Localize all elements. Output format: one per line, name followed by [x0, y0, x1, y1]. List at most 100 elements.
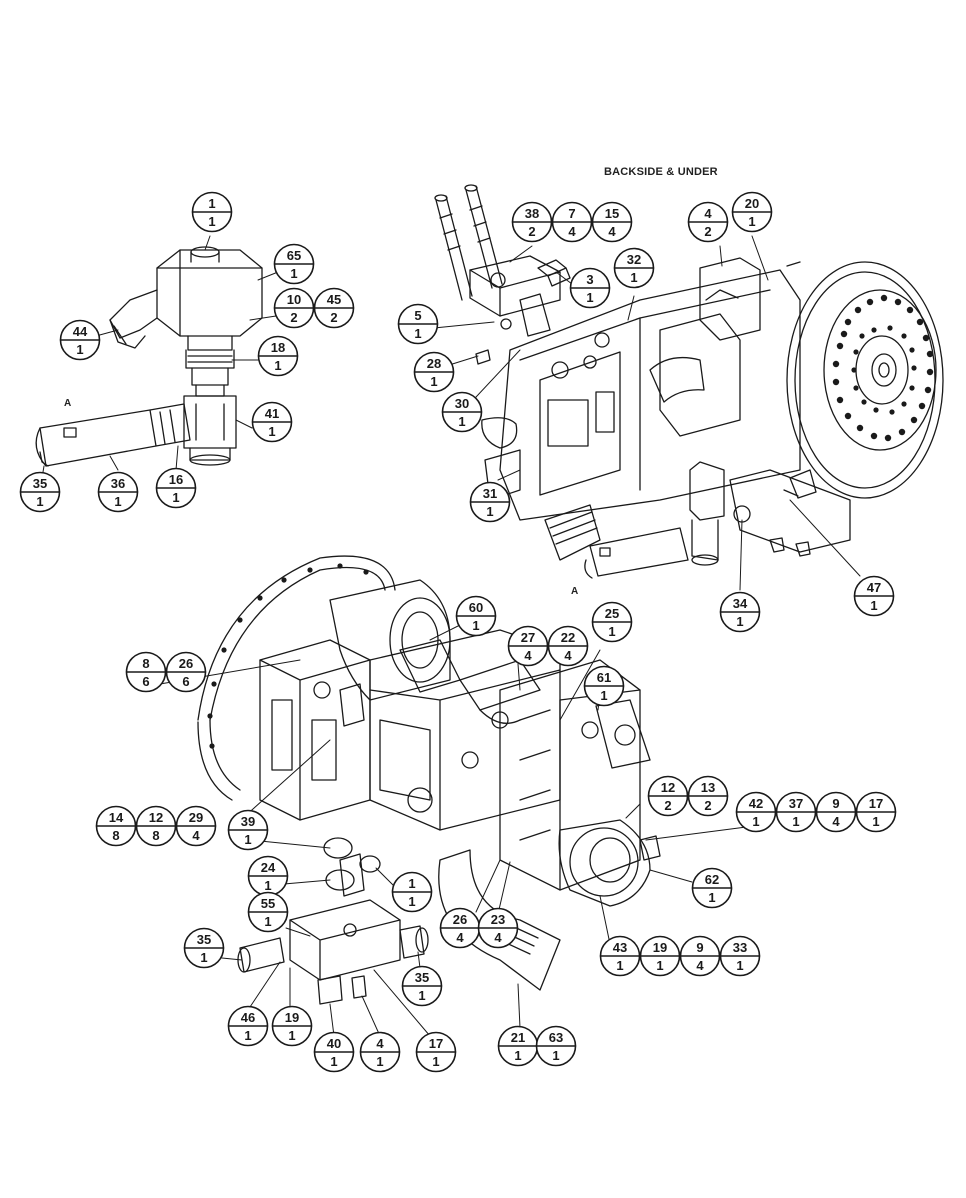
callout-bubble: 86 [125, 651, 167, 693]
callout-bubble: 251 [591, 601, 633, 643]
callout-quantity: 2 [664, 798, 671, 813]
callout-bubble: 102 [273, 287, 315, 329]
callout-quantity: 8 [112, 828, 119, 843]
callout-bubble: 471 [853, 575, 895, 617]
callout-bubble: 311 [469, 481, 511, 523]
callout-quantity: 1 [656, 958, 663, 973]
callout-bubble: 391 [227, 809, 269, 851]
callout-item-number: 32 [627, 252, 641, 267]
callout-quantity: 4 [564, 648, 572, 663]
callout-item-number: 7 [568, 206, 575, 221]
callout-quantity: 1 [736, 958, 743, 973]
callout-item-number: 19 [653, 940, 667, 955]
callout-bubble: 51 [397, 303, 439, 345]
callout-quantity: 1 [114, 494, 121, 509]
callout-item-number: 45 [327, 292, 341, 307]
callout-item-number: 19 [285, 1010, 299, 1025]
callout-item-number: 16 [169, 472, 183, 487]
callout-item-number: 44 [73, 324, 88, 339]
callout-bubble: 281 [413, 351, 455, 393]
callout-quantity: 1 [264, 878, 271, 893]
callout-item-number: 13 [701, 780, 715, 795]
callout-bubble: 382 [511, 201, 553, 243]
callout-quantity: 4 [192, 828, 200, 843]
callout-bubble: 148 [95, 805, 137, 847]
callout-item-number: 29 [189, 810, 203, 825]
callout-item-number: 4 [376, 1036, 384, 1051]
callout-bubble: 161 [155, 467, 197, 509]
callout-bubble: 154 [591, 201, 633, 243]
callout-quantity: 1 [200, 950, 207, 965]
callout-quantity: 1 [274, 358, 281, 373]
callout-item-number: 39 [241, 814, 255, 829]
callout-item-number: 26 [453, 912, 467, 927]
callout-quantity: 1 [244, 1028, 251, 1043]
callout-bubble: 351 [19, 471, 61, 513]
callout-bubble: 551 [247, 891, 289, 933]
callout-quantity: 1 [36, 494, 43, 509]
callout-quantity: 2 [290, 310, 297, 325]
callout-item-number: 30 [455, 396, 469, 411]
callout-bubble: 601 [455, 595, 497, 637]
callout-quantity: 1 [872, 814, 879, 829]
callout-bubble: 181 [257, 335, 299, 377]
callout-bubble: 441 [59, 319, 101, 361]
callout-quantity: 1 [752, 814, 759, 829]
callout-bubble: 94 [815, 791, 857, 833]
callout-quantity: 1 [616, 958, 623, 973]
callout-item-number: 35 [33, 476, 47, 491]
callout-quantity: 1 [288, 1028, 295, 1043]
callout-item-number: 12 [149, 810, 163, 825]
callout-bubble: 341 [719, 591, 761, 633]
callout-item-number: 20 [745, 196, 759, 211]
callout-quantity: 4 [608, 224, 616, 239]
callout-quantity: 2 [704, 798, 711, 813]
callout-item-number: 34 [733, 596, 748, 611]
leader-lines [41, 235, 861, 1037]
view-label-a-top: A [64, 398, 72, 409]
callout-item-number: 41 [265, 406, 279, 421]
callout-item-number: 14 [109, 810, 124, 825]
callout-quantity: 1 [600, 688, 607, 703]
callout-quantity: 1 [552, 1048, 559, 1063]
callout-quantity: 1 [472, 618, 479, 633]
callout-item-number: 35 [197, 932, 211, 947]
callout-bubble: 264 [439, 907, 481, 949]
callout-item-number: 27 [521, 630, 535, 645]
callout-item-number: 55 [261, 896, 275, 911]
callout-bubble: 224 [547, 625, 589, 667]
callout-bubble: 351 [401, 965, 443, 1007]
callout-item-number: 3 [586, 272, 593, 287]
callout-bubble: 266 [165, 651, 207, 693]
callout-quantity: 1 [208, 214, 215, 229]
callout-bubble: 191 [271, 1005, 313, 1047]
callout-quantity: 1 [418, 988, 425, 1003]
callout-quantity: 6 [142, 674, 149, 689]
callout-item-number: 12 [661, 780, 675, 795]
callout-item-number: 31 [483, 486, 497, 501]
callout-quantity: 1 [290, 266, 297, 281]
callout-bubble: 128 [135, 805, 177, 847]
callout-item-number: 9 [696, 940, 703, 955]
callout-quantity: 1 [330, 1054, 337, 1069]
callout-bubble: 191 [639, 935, 681, 977]
callout-item-number: 35 [415, 970, 429, 985]
callout-quantity: 1 [748, 214, 755, 229]
callout-quantity: 1 [630, 270, 637, 285]
callout-item-number: 40 [327, 1036, 341, 1051]
callout-quantity: 1 [736, 614, 743, 629]
callout-bubble: 201 [731, 191, 773, 233]
callout-item-number: 9 [832, 796, 839, 811]
callout-item-number: 43 [613, 940, 627, 955]
callout-bubble: 631 [535, 1025, 577, 1067]
callout-quantity: 1 [408, 894, 415, 909]
callout-quantity: 1 [376, 1054, 383, 1069]
main-pump-assembly [197, 555, 661, 1005]
detail-a-fittings [35, 246, 263, 467]
callout-quantity: 1 [430, 374, 437, 389]
view-heading: BACKSIDE & UNDER [604, 166, 718, 178]
callout-bubble: 171 [855, 791, 897, 833]
callout-bubble: 351 [183, 927, 225, 969]
callout-quantity: 1 [870, 598, 877, 613]
